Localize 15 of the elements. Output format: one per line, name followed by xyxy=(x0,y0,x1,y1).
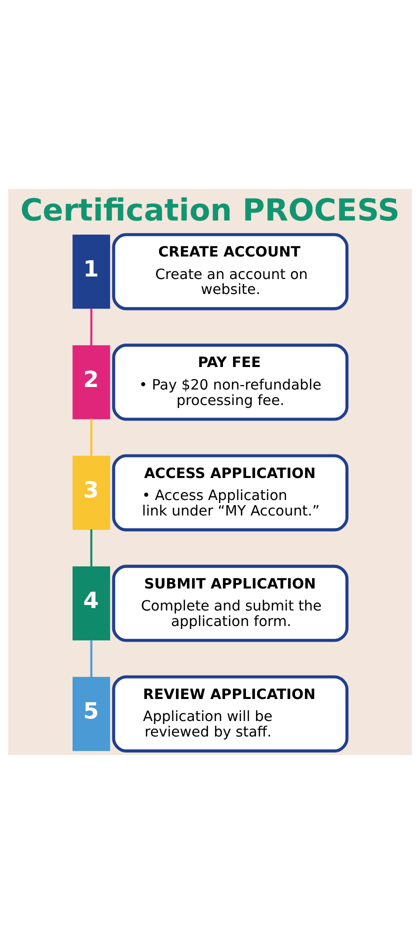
node-box: ACCESS APPLICATION • Access Application link under “MY Account.” xyxy=(112,454,348,532)
node-box: REVIEW APPLICATION Application will be reviewed by staff. xyxy=(112,675,348,752)
node-box: 2 xyxy=(72,345,110,420)
node-box: 3 xyxy=(72,456,110,530)
diagram-title: Certification PROCESS xyxy=(20,193,400,228)
node-box: SUBMIT APPLICATION Complete and submit the application form. xyxy=(112,564,348,642)
node-box: 1 xyxy=(72,234,110,309)
node-box: 5 xyxy=(72,676,110,751)
node-box: 4 xyxy=(72,566,110,640)
connector xyxy=(90,418,92,456)
connector xyxy=(90,640,92,678)
connector xyxy=(90,529,92,567)
connector xyxy=(90,308,92,346)
node-box: PAY FEE • Pay $20 non-refundable processing fee. xyxy=(112,344,348,421)
node-box: CREATE ACCOUNT Create an account on website. xyxy=(112,233,348,310)
